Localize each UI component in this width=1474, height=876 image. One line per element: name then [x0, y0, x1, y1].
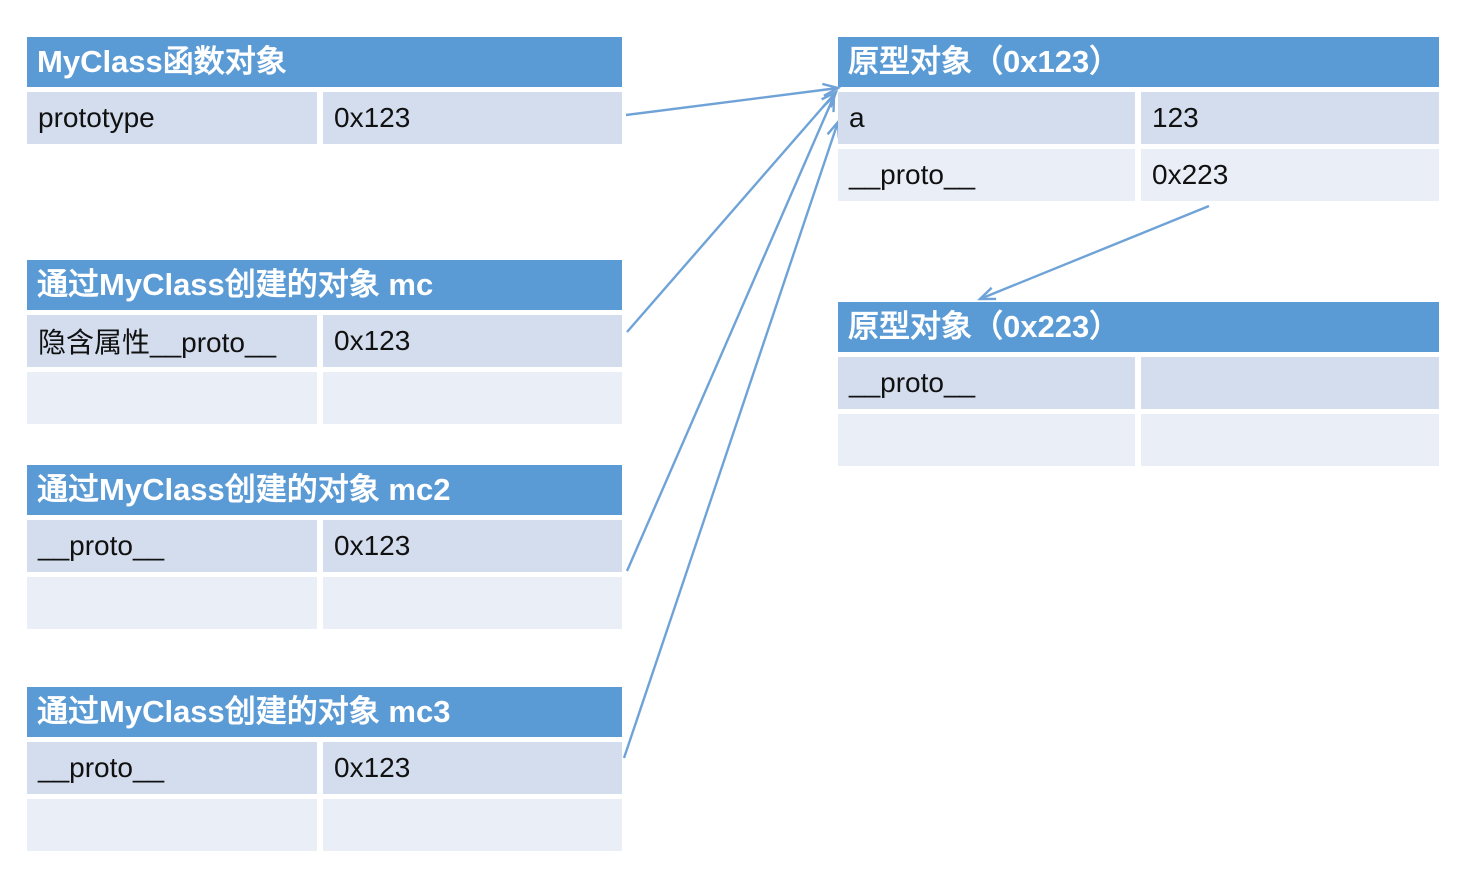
- table-myclass-function-object: MyClass函数对象 prototype 0x123: [27, 37, 622, 144]
- cell-key: [838, 414, 1135, 466]
- table-row: [27, 372, 622, 424]
- table-prototype-0x223: 原型对象（0x223） __proto__: [838, 302, 1439, 466]
- cell-value: 0x123: [323, 742, 622, 794]
- cell-value: 0x223: [1141, 149, 1439, 201]
- table-row: [27, 577, 622, 629]
- cell-key: __proto__: [838, 357, 1135, 409]
- cell-key: 隐含属性__proto__: [27, 315, 317, 367]
- table-title: 原型对象（0x123）: [838, 37, 1439, 87]
- table-title: 通过MyClass创建的对象 mc2: [27, 465, 622, 515]
- cell-value: [323, 372, 622, 424]
- table-prototype-0x123: 原型对象（0x123） a 123 __proto__ 0x223: [838, 37, 1439, 201]
- cell-value: 123: [1141, 92, 1439, 144]
- arrow-myclass-prototype-to-0x123: [625, 88, 838, 117]
- cell-value: [323, 577, 622, 629]
- cell-key: a: [838, 92, 1135, 144]
- table-row: [27, 799, 622, 851]
- cell-key: [27, 577, 317, 629]
- cell-value: [1141, 414, 1439, 466]
- table-object-mc2: 通过MyClass创建的对象 mc2 __proto__ 0x123: [27, 465, 622, 629]
- cell-key: [27, 372, 317, 424]
- cell-value: [323, 799, 622, 851]
- cell-key: __proto__: [27, 742, 317, 794]
- arrow-mc-proto-to-0x123: [626, 92, 836, 333]
- arrow-0x123-proto-to-0x223: [980, 204, 1210, 299]
- cell-value: [1141, 357, 1439, 409]
- cell-value: 0x123: [323, 92, 622, 144]
- arrow-mc3-proto-to-0x123: [622, 122, 838, 759]
- table-row: prototype 0x123: [27, 92, 622, 144]
- table-row: 隐含属性__proto__ 0x123: [27, 315, 622, 367]
- table-object-mc3: 通过MyClass创建的对象 mc3 __proto__ 0x123: [27, 687, 622, 851]
- cell-value: 0x123: [323, 315, 622, 367]
- table-object-mc: 通过MyClass创建的对象 mc 隐含属性__proto__ 0x123: [27, 260, 622, 424]
- table-row: __proto__ 0x123: [27, 520, 622, 572]
- table-title: 通过MyClass创建的对象 mc3: [27, 687, 622, 737]
- table-title: 通过MyClass创建的对象 mc: [27, 260, 622, 310]
- table-row: __proto__ 0x223: [838, 149, 1439, 201]
- cell-key: [27, 799, 317, 851]
- table-title: 原型对象（0x223）: [838, 302, 1439, 352]
- cell-key: prototype: [27, 92, 317, 144]
- table-row: __proto__ 0x123: [27, 742, 622, 794]
- table-row: a 123: [838, 92, 1439, 144]
- table-row: __proto__: [838, 357, 1439, 409]
- table-row: [838, 414, 1439, 466]
- cell-key: __proto__: [27, 520, 317, 572]
- cell-value: 0x123: [323, 520, 622, 572]
- table-title: MyClass函数对象: [27, 37, 622, 87]
- cell-key: __proto__: [838, 149, 1135, 201]
- arrow-mc2-proto-to-0x123: [625, 96, 834, 572]
